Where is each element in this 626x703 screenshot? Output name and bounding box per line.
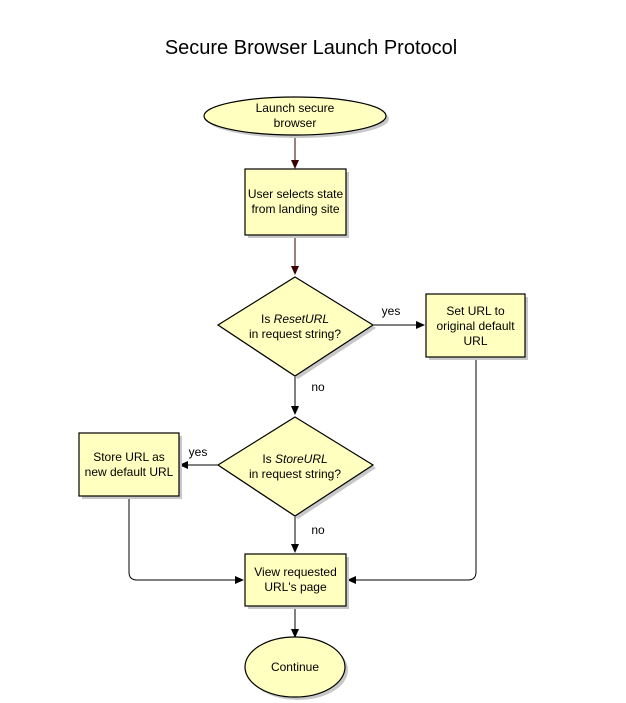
store-url-line2: new default URL <box>85 465 174 479</box>
reset-decision-line1: Is ResetURL <box>261 312 329 326</box>
edge-store-to-view <box>128 498 244 584</box>
select-state-node: User selects state from landing site <box>244 168 349 238</box>
reset-decision-keyword: ResetURL <box>274 312 329 326</box>
set-default-node: Set URL to original default URL <box>425 293 528 360</box>
edge-label-store-yes: yes <box>189 445 208 459</box>
start-node-line1: Launch secure <box>256 101 335 115</box>
store-url-node: Store URL as new default URL <box>78 432 182 499</box>
start-node: Launch secure browser <box>203 96 389 138</box>
set-default-line3: URL <box>463 334 487 348</box>
store-decision-node: Is StoreURL in request string? <box>216 416 376 519</box>
view-page-line1: View requested <box>254 565 337 579</box>
store-decision-prefix: Is <box>262 452 275 466</box>
start-node-line2: browser <box>274 116 317 130</box>
store-decision-line1: Is StoreURL <box>262 452 327 466</box>
edge-label-reset-no: no <box>311 380 325 394</box>
edge-label-store-no: no <box>311 523 325 537</box>
select-state-line1: User selects state <box>248 187 344 201</box>
end-node: Continue <box>244 636 348 700</box>
set-default-line2: original default <box>436 319 515 333</box>
view-page-line2: URL's page <box>264 580 327 594</box>
diagram-title: Secure Browser Launch Protocol <box>165 37 457 59</box>
end-node-label: Continue <box>271 660 319 674</box>
store-decision-keyword: StoreURL <box>275 452 328 466</box>
reset-decision-prefix: Is <box>261 312 274 326</box>
edge-label-reset-yes: yes <box>382 304 401 318</box>
edge-setdefault-to-view <box>347 358 477 584</box>
store-decision-line2: in request string? <box>249 467 341 481</box>
reset-decision-line2: in request string? <box>249 327 341 341</box>
reset-decision-node: Is ResetURL in request string? <box>216 276 376 379</box>
set-default-line1: Set URL to <box>446 304 505 318</box>
select-state-line2: from landing site <box>251 202 339 216</box>
store-url-line1: Store URL as <box>93 450 165 464</box>
view-page-node: View requested URL's page <box>244 553 349 609</box>
